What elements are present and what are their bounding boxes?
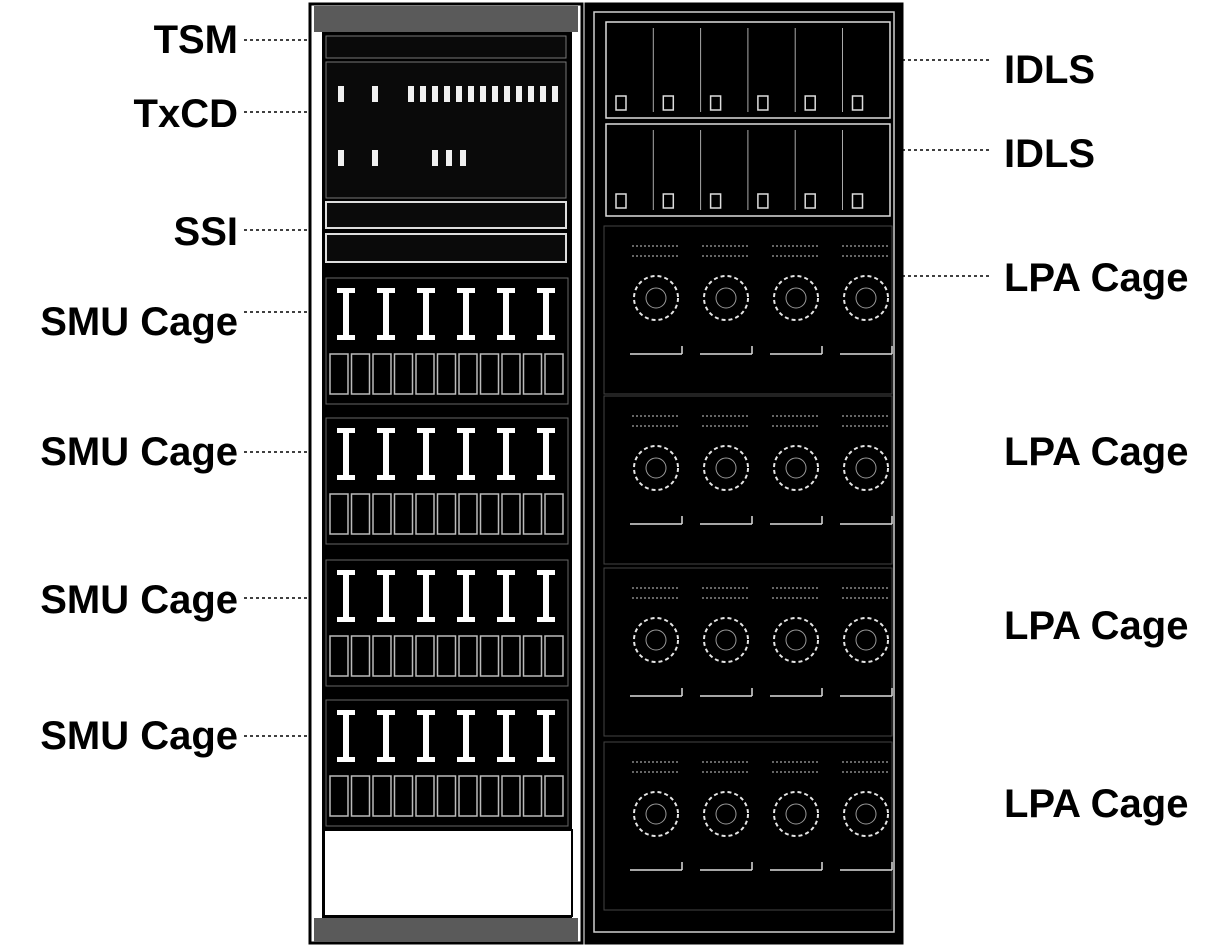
lpa-cage (604, 226, 892, 394)
label-smu-cage-4: SMU Cage (0, 716, 238, 756)
label-idls-1: IDLS (1004, 50, 1095, 90)
left-cabinet (310, 4, 582, 943)
label-smu-cage-1: SMU Cage (0, 302, 238, 342)
smu-cage (326, 700, 568, 826)
label-smu-cage-2: SMU Cage (0, 432, 238, 472)
label-ssi: SSI (0, 212, 238, 252)
smu-cage (326, 278, 568, 404)
label-lpa-cage-4: LPA Cage (1004, 784, 1188, 824)
right-cabinet (586, 4, 902, 943)
lpa-cage (604, 568, 892, 736)
label-smu-cage-3: SMU Cage (0, 580, 238, 620)
label-tsm: TSM (0, 20, 238, 60)
smu-cage (326, 418, 568, 544)
label-lpa-cage-2: LPA Cage (1004, 432, 1188, 472)
lpa-cage (604, 742, 892, 910)
lpa-cage (604, 396, 892, 564)
label-idls-2: IDLS (1004, 134, 1095, 174)
label-lpa-cage-1: LPA Cage (1004, 258, 1188, 298)
label-lpa-cage-3: LPA Cage (1004, 606, 1188, 646)
smu-cage (326, 560, 568, 686)
label-txcd: TxCD (0, 94, 238, 134)
